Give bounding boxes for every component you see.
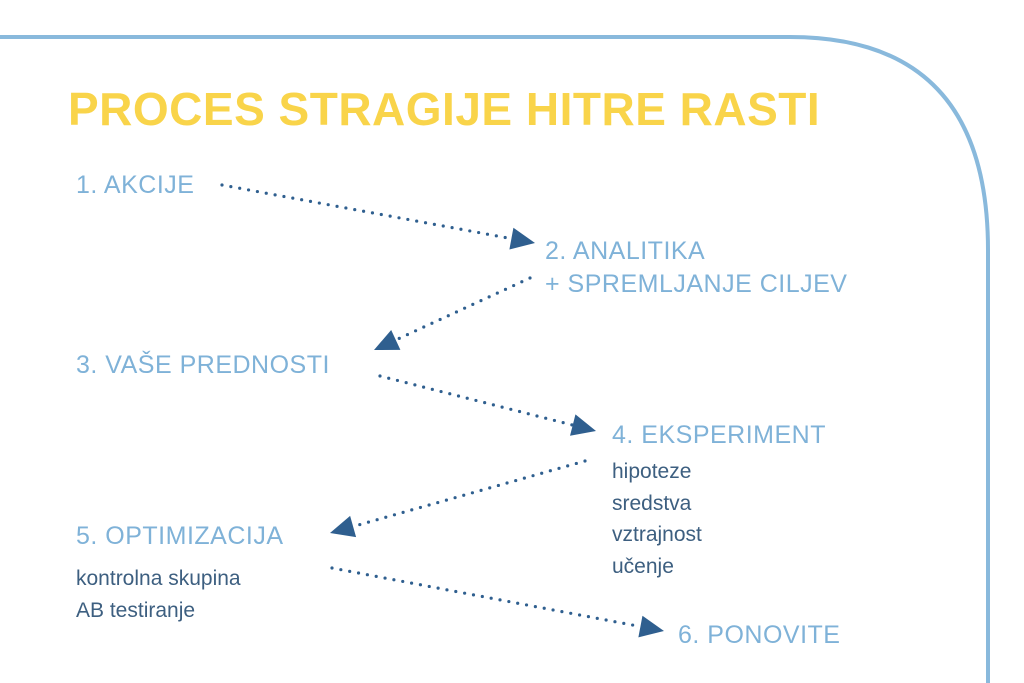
frame-line bbox=[0, 35, 990, 683]
arrow-head-icon bbox=[638, 615, 664, 638]
arrow-head-icon bbox=[374, 329, 401, 350]
arrow-2-to-3 bbox=[374, 276, 532, 350]
arrow-dotted-line bbox=[394, 276, 532, 342]
arrow-dotted-line bbox=[220, 183, 514, 241]
step-1: 1. AKCIJE bbox=[76, 170, 194, 201]
step-4: 4. EKSPERIMENT bbox=[612, 420, 826, 451]
step-5-label: 5. OPTIMIZACIJA bbox=[76, 522, 284, 550]
arrow-3-to-4 bbox=[378, 374, 596, 436]
step-4-details: hipoteze sredstva vztrajnost učenje bbox=[612, 456, 702, 582]
page-title: PROCES STRAGIJE HITRE RASTI bbox=[68, 83, 821, 135]
arrow-head-icon bbox=[330, 515, 357, 538]
step-3: 3. VAŠE PREDNOSTI bbox=[76, 350, 330, 381]
step-6: 6. PONOVITE bbox=[678, 620, 840, 651]
step-4-detail: sredstva bbox=[612, 491, 692, 515]
arrow-head-icon bbox=[509, 227, 535, 250]
step-4-detail: učenje bbox=[612, 554, 674, 578]
step-4-detail: hipoteze bbox=[612, 460, 692, 483]
step-5-detail: AB testiranje bbox=[76, 598, 196, 622]
arrow-5-to-6 bbox=[330, 566, 664, 638]
arrow-head-icon bbox=[570, 414, 596, 436]
step-4-detail: vztrajnost bbox=[612, 523, 702, 546]
step-5: 5. OPTIMIZACIJA bbox=[76, 521, 284, 552]
arrow-dotted-line bbox=[351, 459, 587, 529]
arrow-dotted-line bbox=[378, 374, 575, 427]
step-5-details: kontrolna skupina AB testiranje bbox=[76, 563, 241, 626]
step-6-label: 6. PONOVITE bbox=[678, 621, 841, 649]
step-2: 2. ANALITIKA + SPREMLJANJE CILJEV bbox=[545, 236, 847, 301]
step-2-label: 2. ANALITIKA bbox=[545, 237, 706, 265]
step-5-detail: kontrolna skupina bbox=[76, 567, 241, 590]
step-3-label: 3. VAŠE PREDNOSTI bbox=[76, 351, 330, 379]
step-1-label: 1. AKCIJE bbox=[76, 171, 195, 199]
arrow-dotted-line bbox=[330, 566, 643, 629]
arrow-4-to-5 bbox=[330, 459, 587, 538]
arrow-1-to-2 bbox=[220, 183, 535, 250]
step-4-label: 4. EKSPERIMENT bbox=[612, 421, 826, 449]
step-2-label-extra: + SPREMLJANJE CILJEV bbox=[545, 270, 848, 299]
